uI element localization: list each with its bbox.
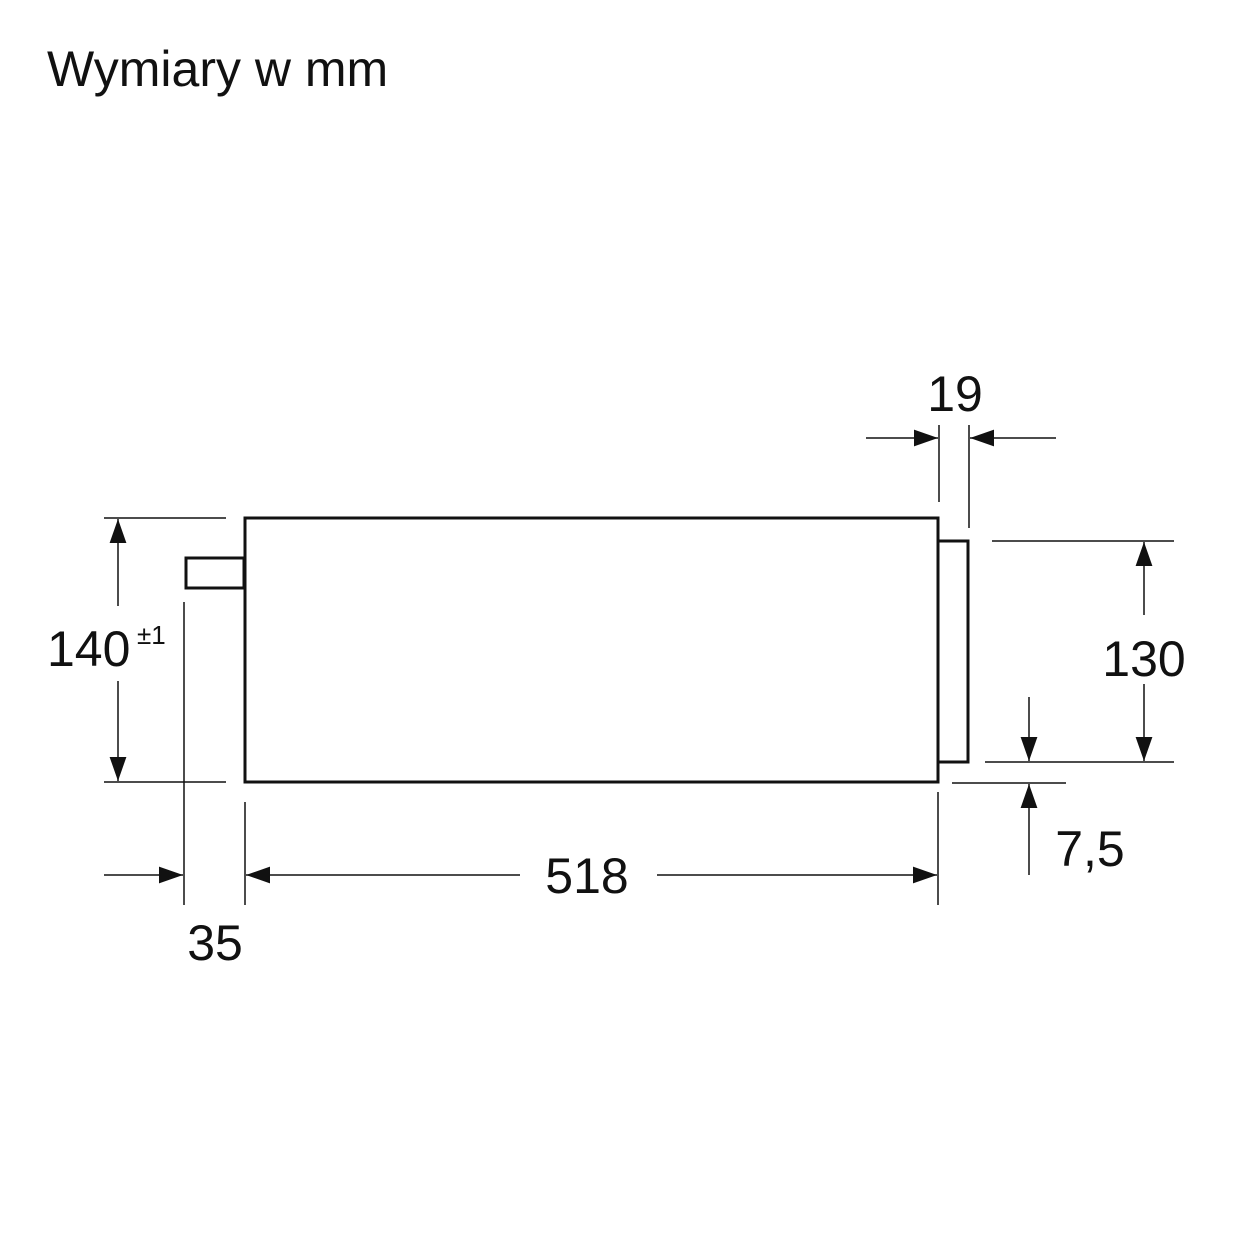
height-total-label: 140: [47, 621, 130, 677]
appliance-body: [243, 516, 940, 784]
front-panel: [936, 539, 970, 764]
back-offset-label: 35: [187, 915, 243, 971]
front-height-label: 130: [1102, 631, 1185, 687]
rear-connector: [184, 556, 246, 590]
front-thickness-label: 19: [927, 366, 983, 422]
extension-lines: [104, 425, 1174, 905]
diagram-title: Wymiary w mm: [47, 41, 389, 97]
dimension-arrows: [104, 429, 1153, 884]
height-tolerance-label: ±1: [137, 620, 166, 650]
front-bottom-offset-label: 7,5: [1055, 821, 1125, 877]
depth-label: 518: [545, 848, 628, 904]
